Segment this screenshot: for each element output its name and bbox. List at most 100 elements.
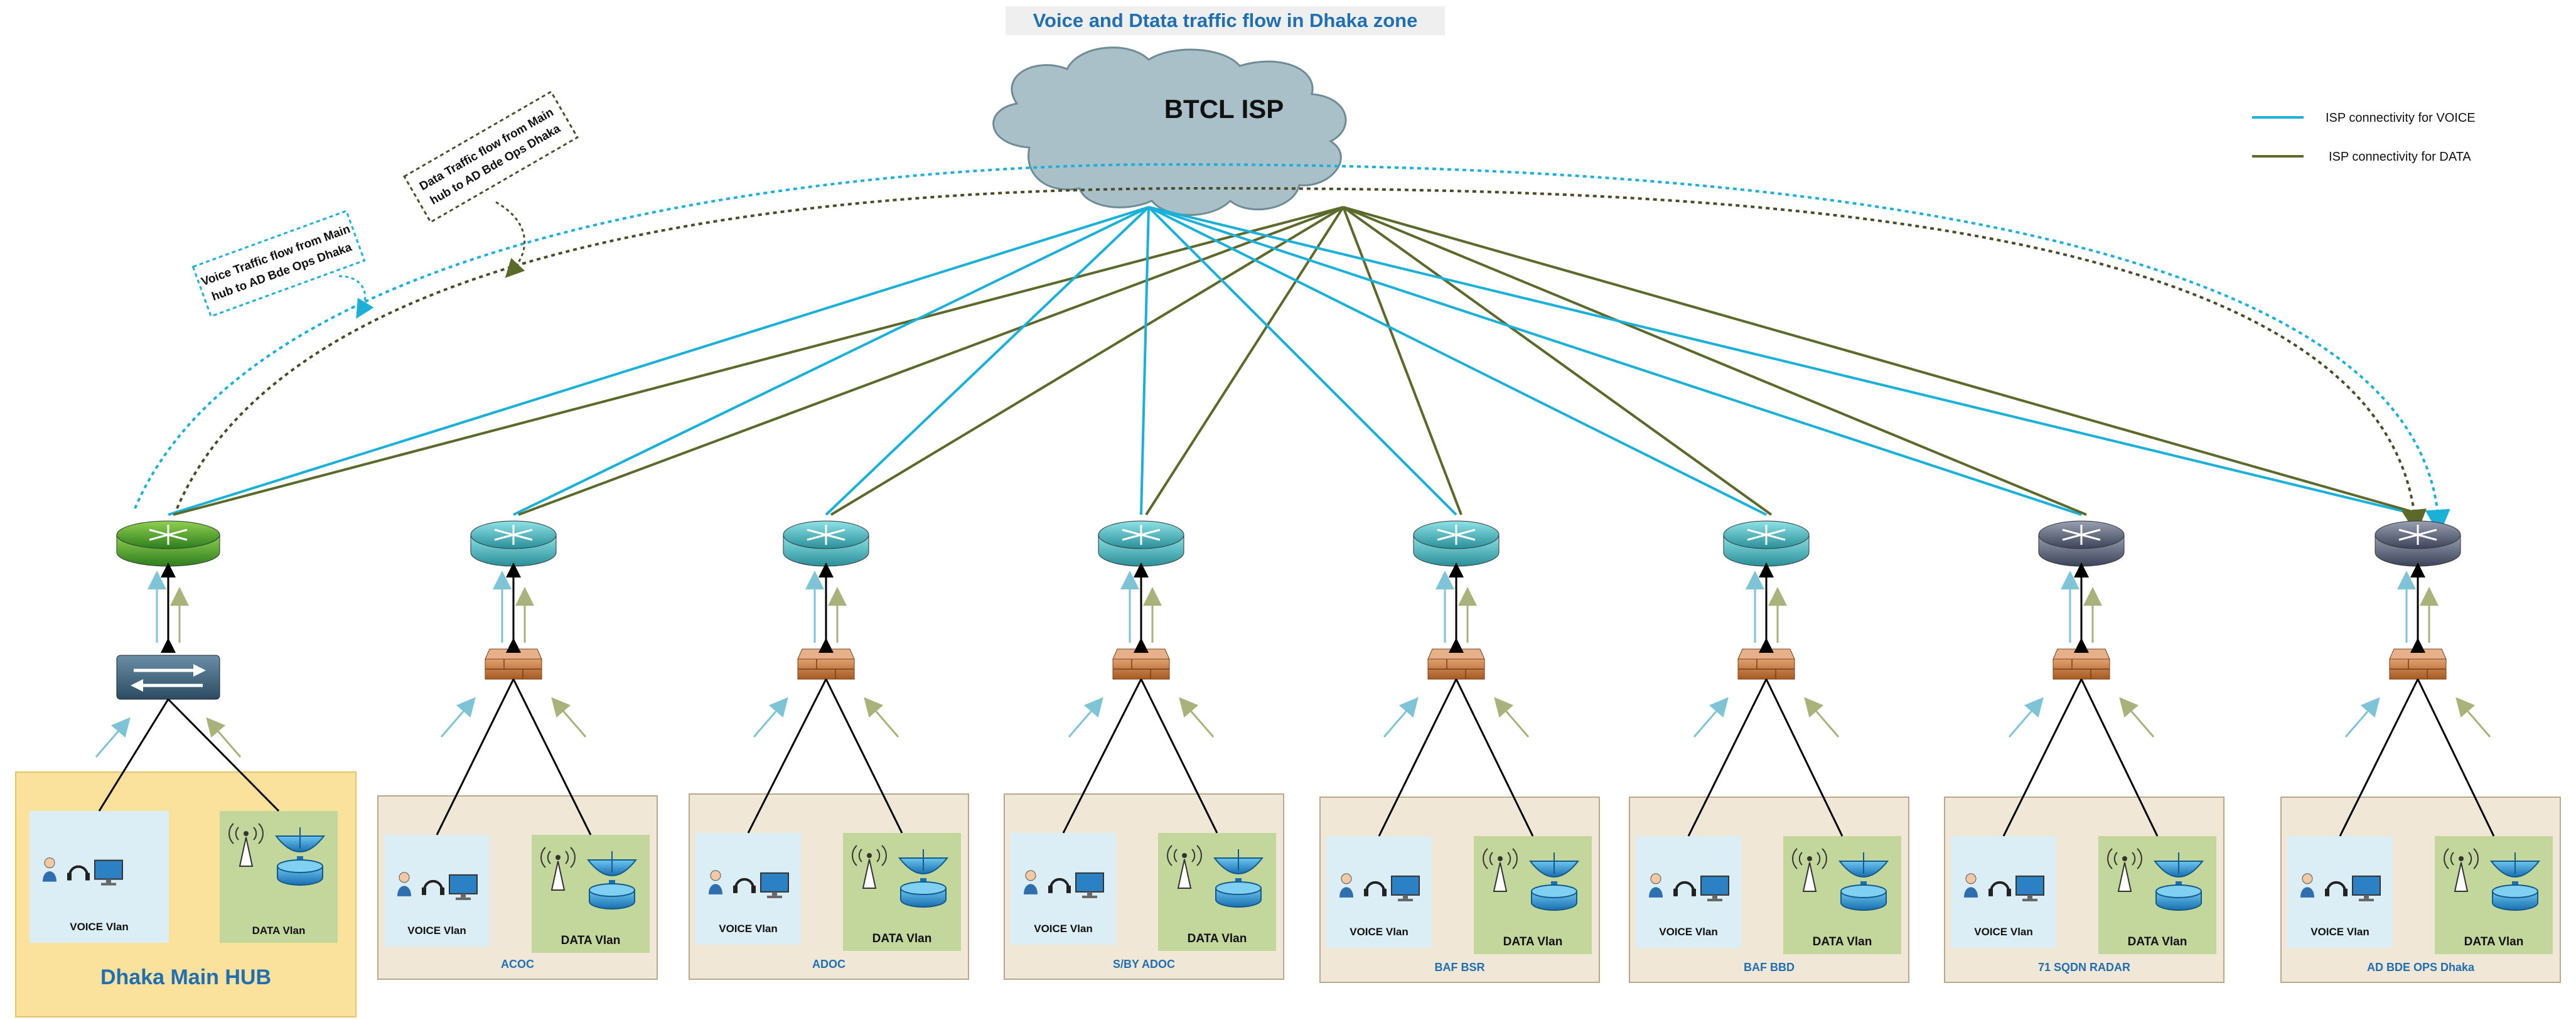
voice-isp-link — [1148, 206, 2082, 516]
monitor-icon — [449, 874, 478, 900]
voice-flow-arrow — [753, 697, 788, 738]
data-isp-link — [1145, 206, 1344, 516]
voice-isp-link — [825, 206, 1150, 516]
voice-vlan-label: VOICE Vlan — [719, 923, 778, 935]
monitor-icon — [1391, 875, 1420, 901]
wireless-antenna-icon — [228, 823, 264, 867]
grey-router-icon — [2038, 520, 2125, 567]
data-flow-arrow — [551, 697, 587, 738]
site-name-label: 71 SQDN RADAR — [2038, 961, 2130, 974]
teal-router-icon — [1413, 520, 1500, 567]
switch-data-link — [1140, 679, 1218, 834]
user-icon — [397, 872, 411, 896]
data-vlan-label: DATA Vlan — [252, 925, 306, 937]
voice-flow-arrow — [2008, 697, 2044, 738]
firewall-icon — [1427, 648, 1485, 680]
data-isp-link — [1343, 206, 2087, 516]
data-flow-arrow — [2119, 697, 2155, 738]
teal-router-icon — [470, 520, 557, 567]
diagram-title: Voice and Dtata traffic flow in Dhaka zo… — [1006, 6, 1445, 35]
user-icon — [2300, 873, 2314, 898]
voice-vlan-label: VOICE Vlan — [2310, 926, 2369, 938]
headset-icon — [1048, 878, 1071, 893]
user-icon — [43, 857, 56, 882]
data-vlan-label: DATA Vlan — [1503, 935, 1563, 948]
wireless-antenna-icon — [2107, 848, 2142, 892]
teal-router-icon — [1098, 520, 1184, 567]
firewall-icon — [2389, 648, 2447, 680]
voice-flow-arrow — [440, 697, 476, 738]
voice-isp-link — [1140, 207, 1150, 515]
firewall-icon — [1737, 648, 1795, 680]
green-router-icon — [116, 520, 220, 567]
data-vlan-label: DATA Vlan — [2128, 935, 2187, 948]
switch-voice-link — [98, 699, 169, 812]
monitor-icon — [1700, 875, 1729, 901]
data-vlan-label: DATA Vlan — [872, 932, 932, 945]
switch-data-link — [825, 679, 903, 834]
voice-isp-link — [513, 206, 1149, 516]
voice-vlan-label: VOICE Vlan — [1034, 923, 1093, 935]
switch-data-link — [1765, 679, 1843, 837]
wireless-antenna-icon — [1792, 848, 1827, 892]
satellite-dish-icon — [898, 849, 949, 908]
traffic-flow-arcs — [134, 163, 2450, 535]
satellite-dish-icon — [586, 851, 638, 910]
data-isp-link — [518, 206, 1344, 516]
data-flow-arrow — [2455, 697, 2491, 738]
site-name-label: Dhaka Main HUB — [100, 965, 271, 989]
user-icon — [709, 870, 722, 894]
wireless-antenna-icon — [1483, 848, 1518, 892]
switch-data-link — [512, 679, 592, 835]
voice-flow-arrow — [2344, 697, 2380, 738]
btcl-isp-cloud: BTCL ISP — [992, 46, 1347, 216]
voice-flow-arrow — [95, 717, 131, 758]
satellite-dish-icon — [1213, 849, 1264, 908]
data-callout: Data Traffic flow from Main hub to AD Bd… — [403, 90, 579, 223]
switch-data-link — [2417, 679, 2495, 837]
firewall-icon — [797, 648, 855, 680]
data-vlan-label: DATA Vlan — [1813, 935, 1872, 948]
switch-voice-link — [2002, 679, 2083, 837]
isp-links — [168, 206, 2423, 516]
voice-vlan-label: VOICE Vlan — [1659, 926, 1718, 938]
site-name-label: ADOC — [812, 958, 845, 970]
voice-callout: Voice Traffic flow from Main hub to AD B… — [191, 210, 366, 318]
data-flow-arrow — [1804, 697, 1840, 738]
data-vlan-label: DATA Vlan — [1188, 932, 1247, 945]
switch-voice-link — [1378, 679, 1457, 837]
headset-icon — [67, 865, 90, 881]
legend-voice-label: ISP connectivity for VOICE — [2326, 111, 2476, 125]
voice-flow-arrow — [1693, 697, 1729, 738]
switch-voice-link — [436, 679, 515, 835]
monitor-icon — [94, 859, 123, 886]
headset-icon — [733, 878, 756, 893]
switch-data-link — [167, 698, 280, 812]
monitor-icon — [2015, 875, 2044, 901]
switch-voice-link — [1687, 679, 1768, 837]
teal-router-icon — [783, 520, 869, 567]
voice-flow-arc — [134, 163, 2450, 535]
monitor-icon — [760, 872, 789, 898]
wireless-antenna-icon — [1167, 845, 1202, 889]
switch-data-link — [1455, 679, 1534, 837]
site-name-label: AD BDE OPS Dhaka — [2367, 961, 2475, 974]
satellite-dish-icon — [1838, 852, 1889, 911]
legend: ISP connectivity for VOICE ISP connectiv… — [2252, 111, 2476, 164]
wireless-antenna-icon — [540, 847, 576, 891]
firewall-icon — [485, 648, 542, 680]
site-name-label: BAF BSR — [1435, 961, 1485, 974]
data-isp-link — [830, 206, 1344, 516]
headset-icon — [1364, 881, 1387, 896]
voice-flow-arrow — [1068, 697, 1103, 738]
satellite-dish-icon — [1528, 852, 1580, 911]
layer2-switch-icon — [116, 655, 220, 700]
voice-vlan-label: VOICE Vlan — [70, 921, 129, 933]
